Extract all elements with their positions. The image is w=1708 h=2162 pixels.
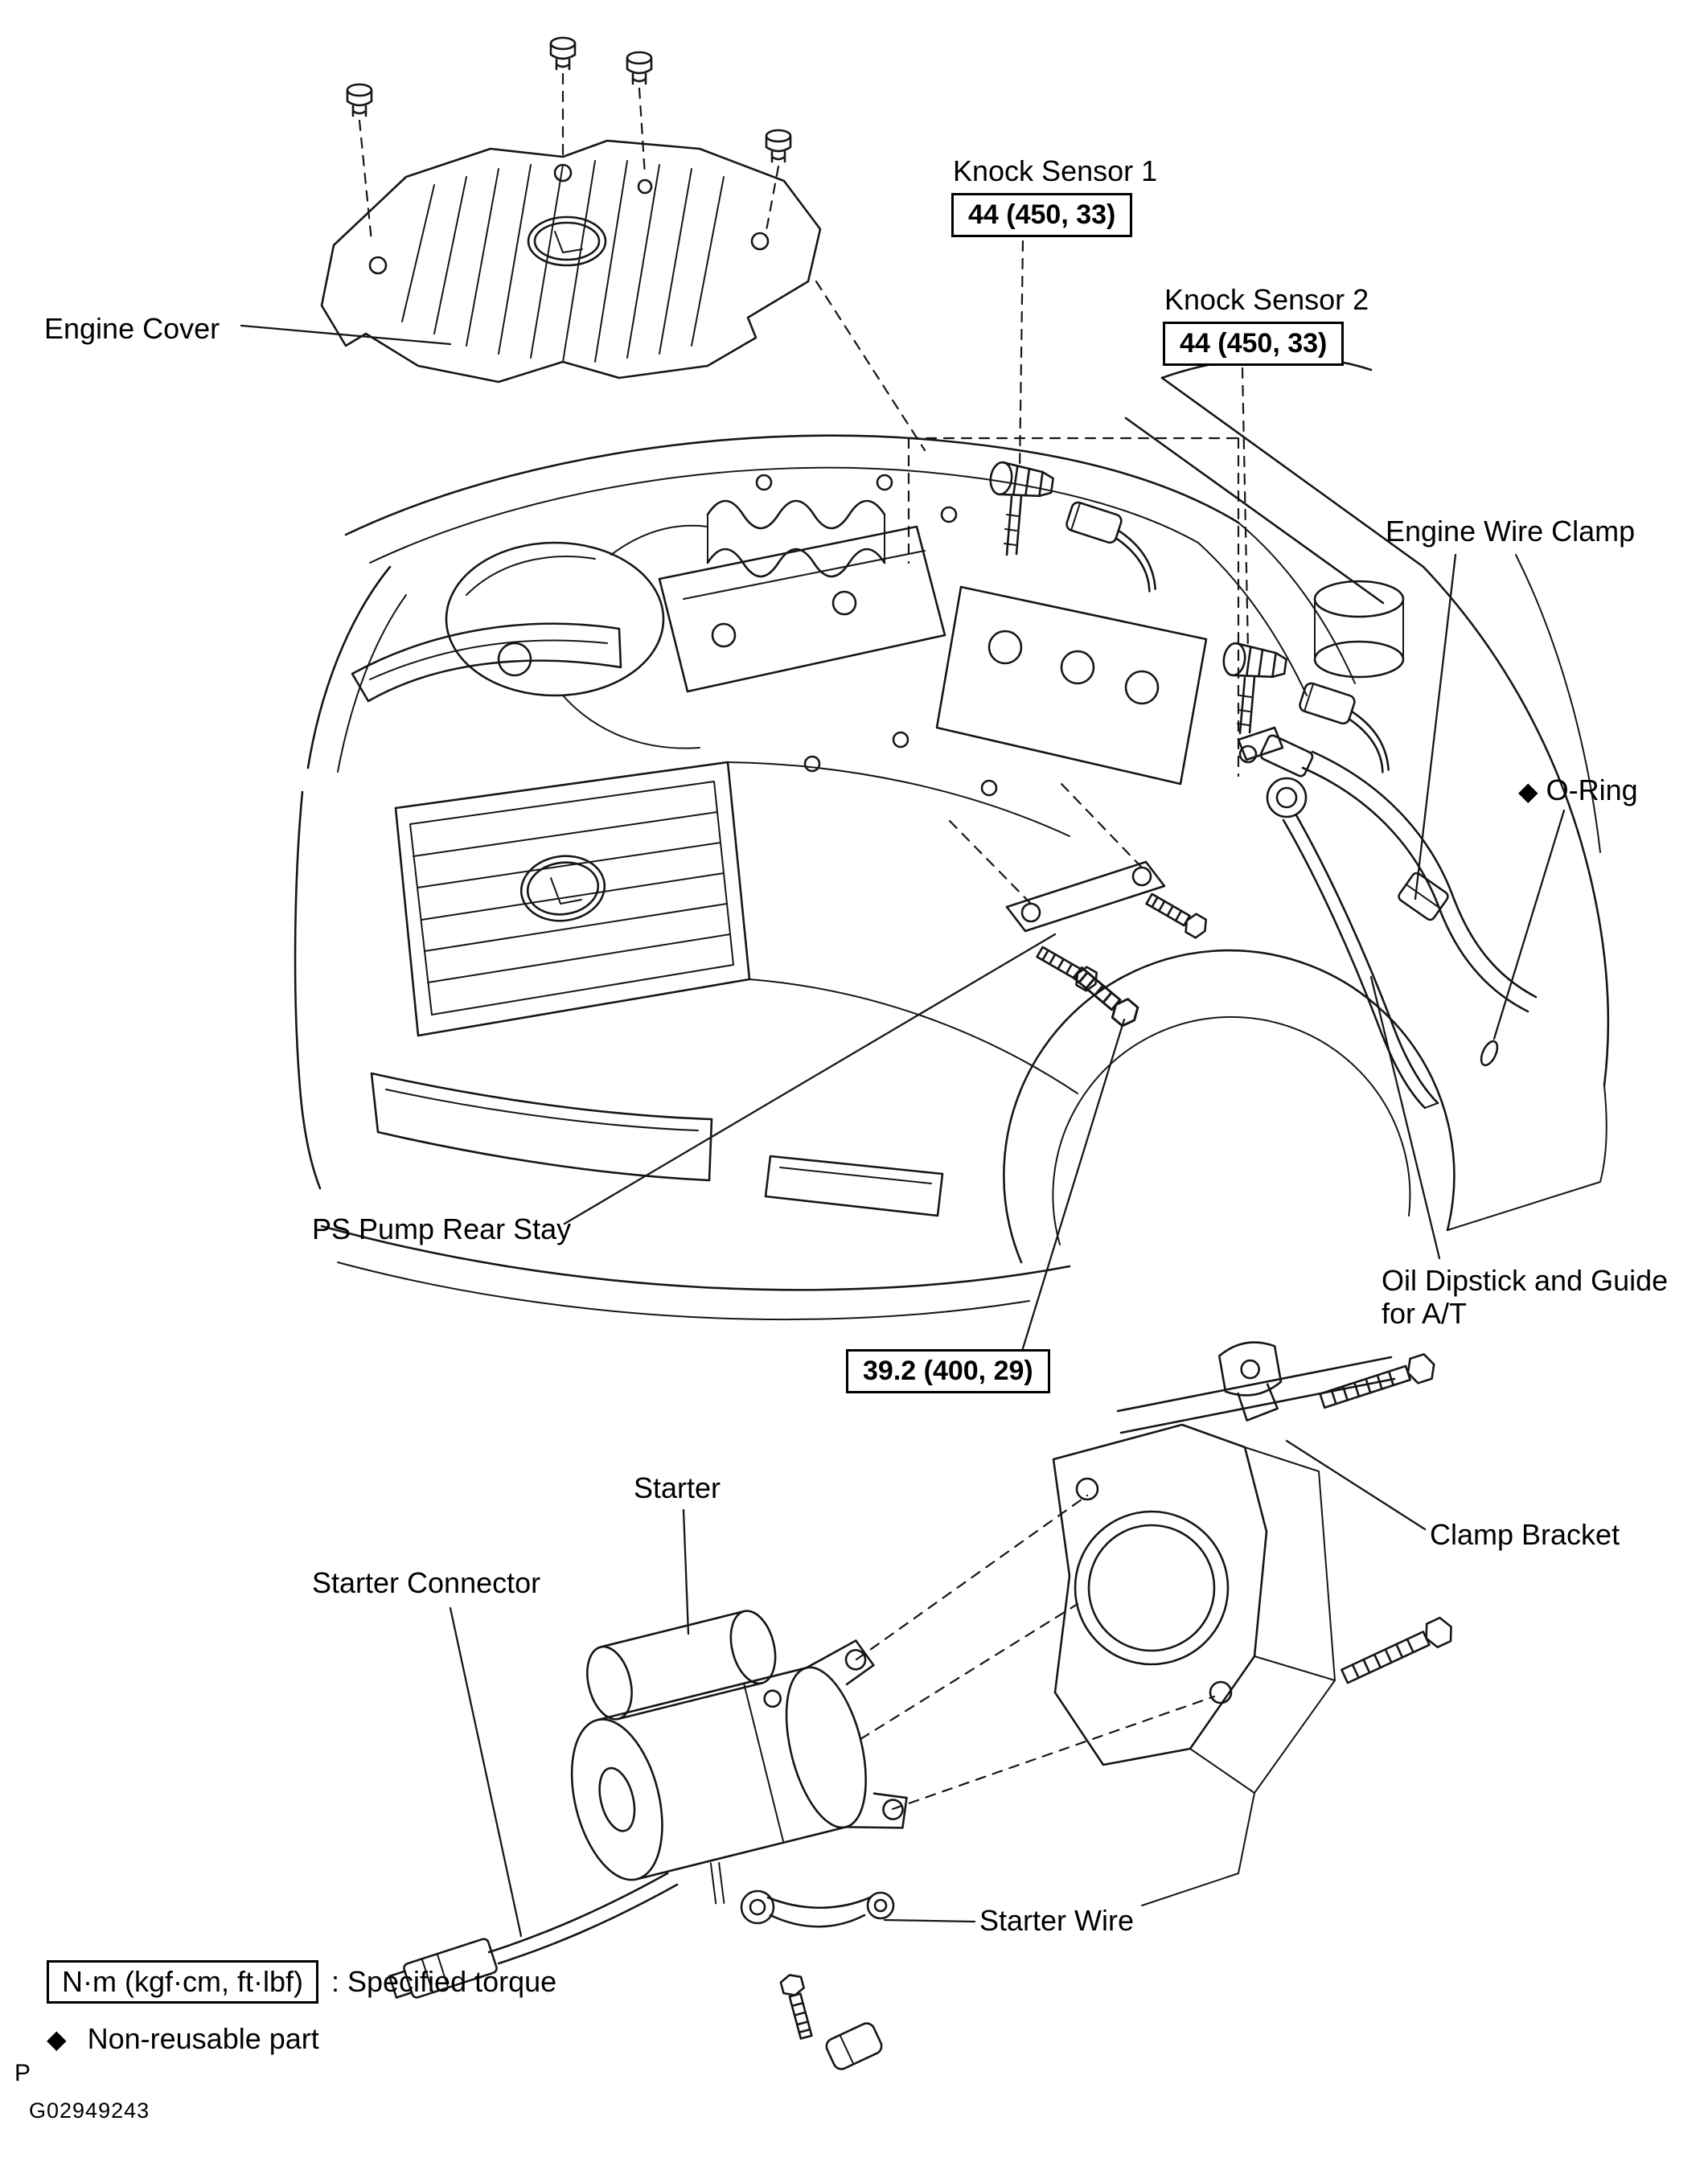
non-reusable-legend: ◆ Non-reusable part <box>47 2022 319 2056</box>
leader-lines <box>240 240 1566 1938</box>
knock-sensor-2-torque: 44 (450, 33) <box>1163 322 1345 366</box>
starter-wire-label: Starter Wire <box>979 1904 1135 1937</box>
starter-connector-drawing <box>388 1872 679 1999</box>
clamp-bracket-drawing <box>1116 1341 1458 1689</box>
starter-label: Starter <box>634 1471 721 1504</box>
oil-dipstick-drawing <box>1237 726 1499 1110</box>
engine-wire-clamp-label: Engine Wire Clamp <box>1386 515 1636 548</box>
mounting-plate-drawing <box>855 1423 1336 1906</box>
oil-dipstick-label: Oil Dipstick and Guide for A/T <box>1382 1264 1668 1331</box>
page-marker: P <box>14 2060 31 2086</box>
engine-wire-clamp-part <box>1398 872 1449 921</box>
starter-wire-drawing <box>740 1889 895 2070</box>
o-ring-part <box>1480 1040 1499 1067</box>
engine-wire-harness-drawing <box>1259 734 1538 1013</box>
non-reusable-legend-text: Non-reusable part <box>87 2022 319 2055</box>
clamp-bracket-label: Clamp Bracket <box>1430 1518 1620 1551</box>
starter-drawing <box>570 1610 908 1905</box>
ps-pump-rear-stay-label: PS Pump Rear Stay <box>312 1212 572 1245</box>
o-ring-label: ◆ O-Ring <box>1518 773 1638 806</box>
torque-unit-box: N·m (kgf·cm, ft·lbf) <box>47 1960 318 2004</box>
non-reusable-diamond-icon: ◆ <box>47 2025 67 2053</box>
engine-bay-drawing <box>445 437 1405 797</box>
stay-bolt-torque: 39.2 (400, 29) <box>846 1349 1050 1393</box>
ps-pump-rear-stay-drawing <box>947 782 1212 1031</box>
engine-cover-label: Engine Cover <box>44 312 220 345</box>
torque-legend-text: : Specified torque <box>331 1965 557 1998</box>
knock-sensor-2-drawing <box>1221 641 1390 773</box>
engine-cover-drawing <box>320 36 926 452</box>
non-reusable-diamond-icon: ◆ <box>1518 777 1538 806</box>
oil-dipstick-label-line1: Oil Dipstick and Guide <box>1382 1264 1669 1297</box>
torque-legend: N·m (kgf·cm, ft·lbf) : Specified torque <box>47 1960 556 2004</box>
o-ring-label-text: O-Ring <box>1546 773 1638 806</box>
car-body-drawing <box>294 355 1610 1321</box>
starter-connector-label: Starter Connector <box>312 1566 541 1599</box>
figure-id: G02949243 <box>29 2098 150 2123</box>
knock-sensor-1-torque: 44 (450, 33) <box>951 193 1133 237</box>
knock-sensor-1-label: Knock Sensor 1 <box>953 154 1158 187</box>
knock-sensor-1-drawing <box>987 460 1156 593</box>
knock-sensor-2-label: Knock Sensor 2 <box>1164 283 1369 316</box>
oil-dipstick-label-line2: for A/T <box>1382 1297 1468 1331</box>
